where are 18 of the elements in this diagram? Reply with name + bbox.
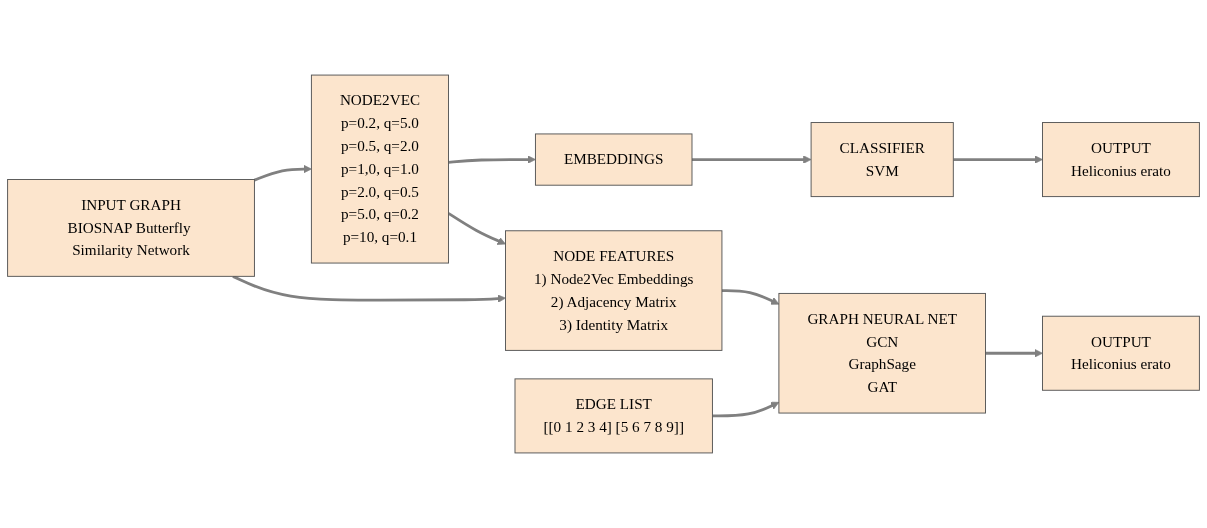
node-box: NODE FEATURES 1) Node2Vec Embeddings 2) Adjacency Matrix 3) Identity Matrix (505, 230, 723, 351)
node-box: EMBEDDINGS (534, 133, 693, 186)
arrow (692, 155, 812, 164)
node-box: GRAPH NEURAL NET GCN GraphSage GAT (778, 292, 986, 414)
arrow (253, 164, 312, 182)
arrow (721, 289, 780, 305)
node-box: EDGE LIST [[0 1 2 3 4] [5 6 7 8 9]] (514, 378, 713, 454)
node-box: OUTPUT Heliconius erato (1042, 122, 1200, 198)
arrow (953, 155, 1043, 164)
node-box: INPUT GRAPH BIOSNAP Butterfly Similarity Network (7, 179, 255, 277)
arrow (447, 212, 506, 245)
arrow (985, 349, 1043, 358)
node-box: CLASSIFIER SVM (810, 122, 954, 198)
node-box: NODE2VEC p=0.2, q=5.0 p=0.5, q=2.0 p=1,0, q=1.0 p=2.0, q=0.5 p=5.0, q=0.2 p=10, q=0.1 (310, 74, 449, 264)
node-box: OUTPUT Heliconius erato (1042, 315, 1200, 391)
arrow (712, 401, 780, 418)
arrow (232, 275, 506, 303)
arrow (448, 155, 536, 164)
